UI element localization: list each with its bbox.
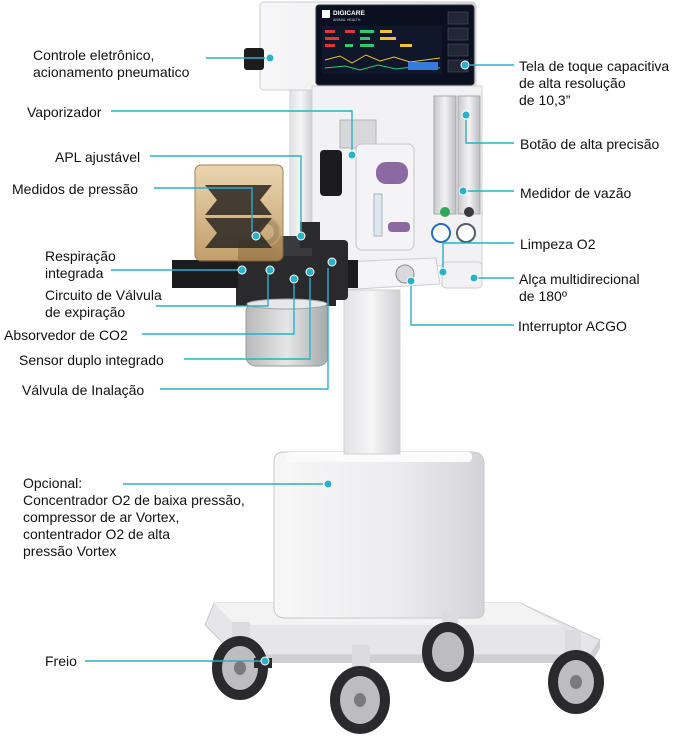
label-controle-eletronico: Controle eletrônico, acionamento pneumat… [33,47,190,80]
touch-screen: DIGICARE ANIMAL HEALTH [315,4,475,86]
bellows-housing [194,164,284,262]
leader-freio [85,656,270,666]
leader-medidos-line [154,187,253,232]
leader-medidos [154,187,261,241]
leader-sensor [184,267,315,360]
wheel-back-center [422,612,474,682]
label-circuito-valvula: Circuito de Válvula de expiração [45,287,162,320]
leader-circuito [156,265,275,307]
leader-sensor-line [184,278,311,360]
leader-valvula-dot [327,257,337,267]
leader-botao [461,110,514,144]
wheel-front-left [212,622,268,700]
leader-absorvedor [142,274,299,335]
label-vaporizador: Vaporizador [27,104,102,120]
label-sensor-duplo: Sensor duplo integrado [19,352,164,368]
leader-opcional [123,479,333,489]
leader-apl-line [150,155,302,232]
label-medidos-pressao: Medidos de pressão [12,181,139,197]
leader-tela-dot [460,60,470,70]
leader-limpeza-dot [438,267,448,277]
leader-opcional-dot [323,479,333,489]
leader-circuito-line [156,274,269,307]
label-alca-multidirecional: Alça multidirecional de 180º [519,271,640,304]
leader-controle [206,53,275,63]
leader-respiracao-dot [237,265,247,275]
leader-limpeza [438,242,514,277]
leader-limpeza-line [442,242,514,268]
leader-vaporizador-line [111,110,353,150]
leader-alca-dot [469,273,479,283]
label-interruptor-acgo: Interruptor ACGO [518,318,627,334]
label-apl-ajustavel: APL ajustável [55,149,141,165]
leader-interruptor-dot [406,276,416,286]
label-absorvedor-co2: Absorvedor de CO2 [4,327,128,343]
wheels [212,612,604,734]
brand-logo-subtext: ANIMAL HEALTH [333,18,361,22]
label-opcional: Opcional: Concentrador O2 de baixa press… [23,475,245,559]
wheel-front-center [330,645,390,734]
label-medidor-vazao: Medidor de vazão [520,185,632,201]
leader-controle-dot [265,53,275,63]
leader-botao-dot [461,110,471,120]
leader-absorvedor-line [142,284,295,335]
leader-vaporizador-dot [347,150,357,160]
leader-medidor [458,186,514,196]
leader-apl-dot [296,231,306,241]
leader-valvula-line [160,268,329,390]
wheel-back-right [548,630,604,714]
leader-medidos-dot [251,231,261,241]
leader-valvula [160,257,337,390]
leader-absorvedor-dot [289,274,299,284]
flowmeter-tubes [431,95,481,243]
leader-alca [469,273,514,283]
brand-logo-text: DIGICARE [333,10,365,17]
lower-cabinet [273,451,485,619]
label-tela-toque: Tela de toque capacitiva de alta resoluç… [519,58,670,108]
label-valvula-inalacao: Válvula de Inalação [22,382,145,398]
vaporizer [320,119,415,251]
leader-circuito-dot [265,265,275,275]
leader-vaporizador [111,110,357,160]
label-limpeza-o2: Limpeza O2 [520,236,596,252]
label-botao-precisao: Botão de alta precisão [520,136,660,152]
leader-apl [150,155,306,241]
leader-sensor-dot [305,267,315,277]
leader-tela [460,60,514,70]
leader-respiracao [111,265,247,275]
label-respiracao-integrada: Respiração integrada [45,248,116,281]
label-freio: Freio [45,653,77,669]
leader-botao-line [465,120,514,144]
leader-interruptor-line [410,286,514,326]
leader-interruptor [406,276,514,326]
leader-freio-dot [260,656,270,666]
leader-medidor-dot [458,186,468,196]
